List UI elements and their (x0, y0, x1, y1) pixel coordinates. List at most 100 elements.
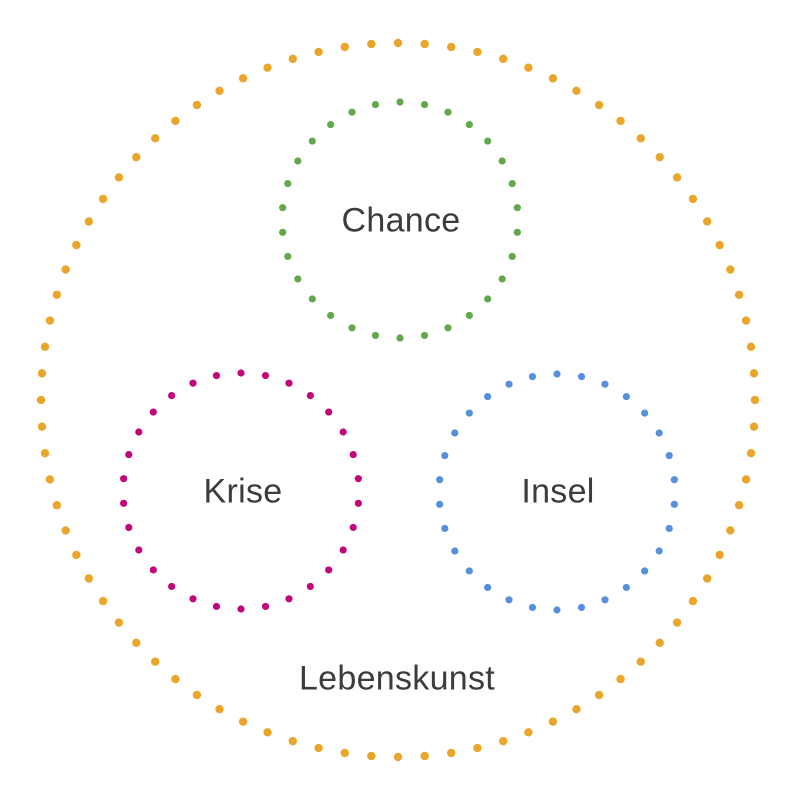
ring-dot (263, 63, 272, 72)
ring-dot (40, 342, 50, 351)
ring-dot (238, 74, 248, 83)
ring-dot (98, 194, 108, 204)
ring-dot (263, 728, 272, 737)
ring-dot (553, 606, 561, 614)
ring-dot (308, 137, 316, 145)
ring-dot (393, 752, 403, 762)
ring-dot (284, 179, 292, 188)
ring-dot (436, 500, 444, 508)
ring-dot (135, 428, 143, 436)
ring-dot (367, 751, 376, 761)
ring-dot (325, 408, 333, 416)
ring-dot (114, 173, 124, 182)
ring-dot (45, 316, 55, 325)
ring-dot (339, 428, 347, 436)
ring-dot (672, 173, 682, 182)
ring-dot (212, 371, 221, 380)
ring-dot (441, 524, 449, 533)
ring-dot (420, 331, 429, 340)
ring-dot (285, 379, 293, 387)
ring-dot (505, 596, 513, 604)
ring-dot (294, 275, 302, 283)
ring-dot (279, 228, 287, 236)
ring-dot (37, 369, 47, 378)
ring-dot (340, 42, 349, 52)
ring-dot (125, 450, 133, 459)
ring-dot (473, 47, 482, 57)
ring-chance (279, 98, 521, 342)
ring-dot (348, 108, 356, 116)
label-insel: Insel (521, 472, 595, 511)
ring-dot (594, 100, 604, 110)
ring-dot (192, 690, 202, 700)
ring-dot (72, 550, 81, 560)
ring-dot (594, 690, 604, 700)
ring-dot (726, 265, 735, 274)
ring-dot (125, 523, 133, 532)
ring-dot (72, 240, 81, 250)
ring-dot (120, 499, 128, 507)
ring-dot (135, 546, 143, 554)
ring-dot (132, 638, 141, 648)
ring-dot (553, 370, 561, 378)
ring-dot (349, 523, 357, 532)
ring-dot (749, 369, 759, 378)
ring-dot (306, 582, 314, 591)
ring-dot (484, 137, 492, 145)
ring-dot (641, 409, 649, 417)
ring-dot (670, 500, 678, 508)
ring-dot (741, 475, 751, 484)
ring-dot (308, 295, 316, 303)
ring-dot (327, 120, 335, 129)
ring-dot (52, 290, 62, 299)
ring-dot (508, 252, 516, 261)
ring-dot (420, 39, 429, 49)
ring-dot (40, 449, 50, 458)
ring-dot (473, 743, 482, 753)
ring-krise (120, 369, 362, 613)
ring-dot (465, 409, 473, 417)
ring-dot (52, 501, 62, 510)
ring-dot (447, 42, 456, 52)
ring-dot (444, 324, 452, 332)
ring-dot (750, 395, 760, 405)
ring-dot (655, 429, 663, 437)
ring-dot (508, 179, 516, 188)
ring-dot (636, 134, 646, 143)
ring-dot (528, 603, 537, 612)
ring-dot (465, 567, 473, 575)
ring-dot (577, 372, 586, 381)
ring-dot (734, 290, 744, 299)
ring-dot (670, 476, 678, 484)
ring-dot (622, 583, 630, 592)
ring-dot (484, 295, 492, 303)
ring-insel (436, 370, 678, 614)
ring-dot (465, 311, 473, 320)
ring-dot (371, 331, 380, 340)
ring-dot (616, 116, 625, 126)
ring-dot (45, 475, 55, 484)
ring-dot (348, 324, 356, 332)
ring-dot (150, 134, 160, 143)
ring-dot (505, 380, 513, 388)
ring-dot (261, 602, 270, 611)
ring-dot (636, 657, 646, 666)
ring-dot (665, 451, 673, 460)
ring-dot (396, 334, 404, 342)
ring-lebenskunst (36, 38, 760, 762)
ring-dot (150, 657, 160, 666)
ring-dot (498, 275, 506, 283)
ring-dot (325, 566, 333, 574)
ring-dot (616, 674, 625, 684)
ring-dot (451, 429, 459, 437)
ring-dot (349, 450, 357, 459)
ring-dot (189, 595, 197, 603)
ring-dot (741, 316, 751, 325)
ring-dot (641, 567, 649, 575)
ring-dot (499, 54, 508, 64)
ring-dot (98, 596, 108, 606)
ring-dot (746, 342, 756, 351)
ring-dot (288, 736, 297, 746)
ring-dot (327, 311, 335, 320)
